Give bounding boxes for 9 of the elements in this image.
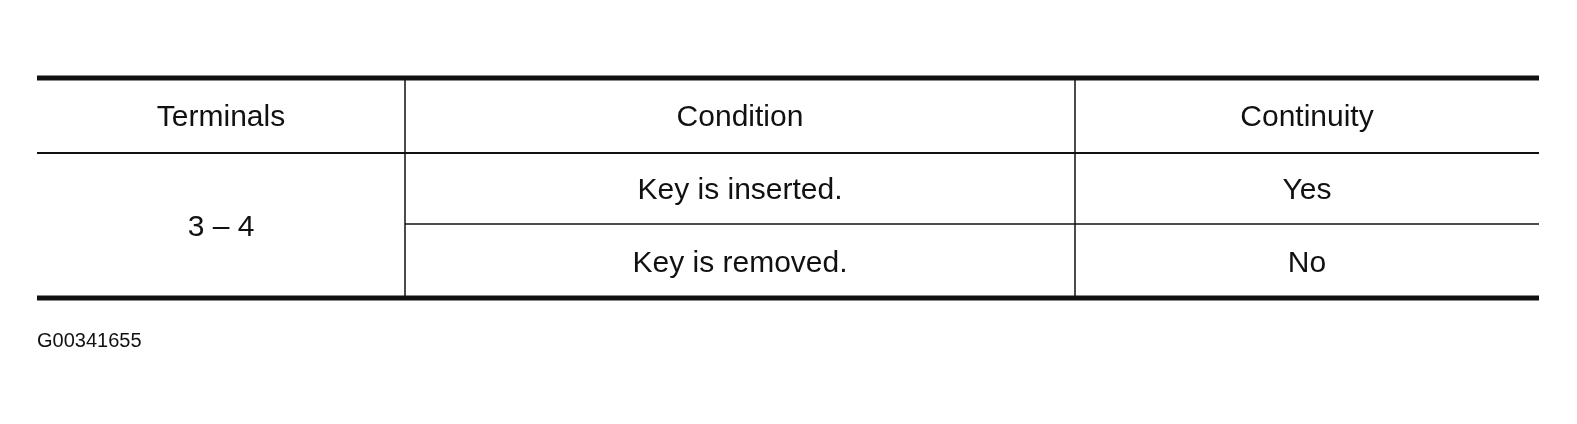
figure-id: G00341655	[37, 329, 142, 351]
column-header: Condition	[676, 99, 804, 132]
table-cell: 3 – 4	[187, 209, 255, 242]
column-header: Continuity	[1240, 99, 1374, 132]
column-header: Terminals	[156, 99, 286, 132]
table-cell: Key is removed.	[632, 244, 848, 278]
table-cell: Yes	[1282, 172, 1332, 205]
table-cell: No	[1287, 244, 1327, 278]
table-cell: Key is inserted.	[637, 172, 843, 205]
